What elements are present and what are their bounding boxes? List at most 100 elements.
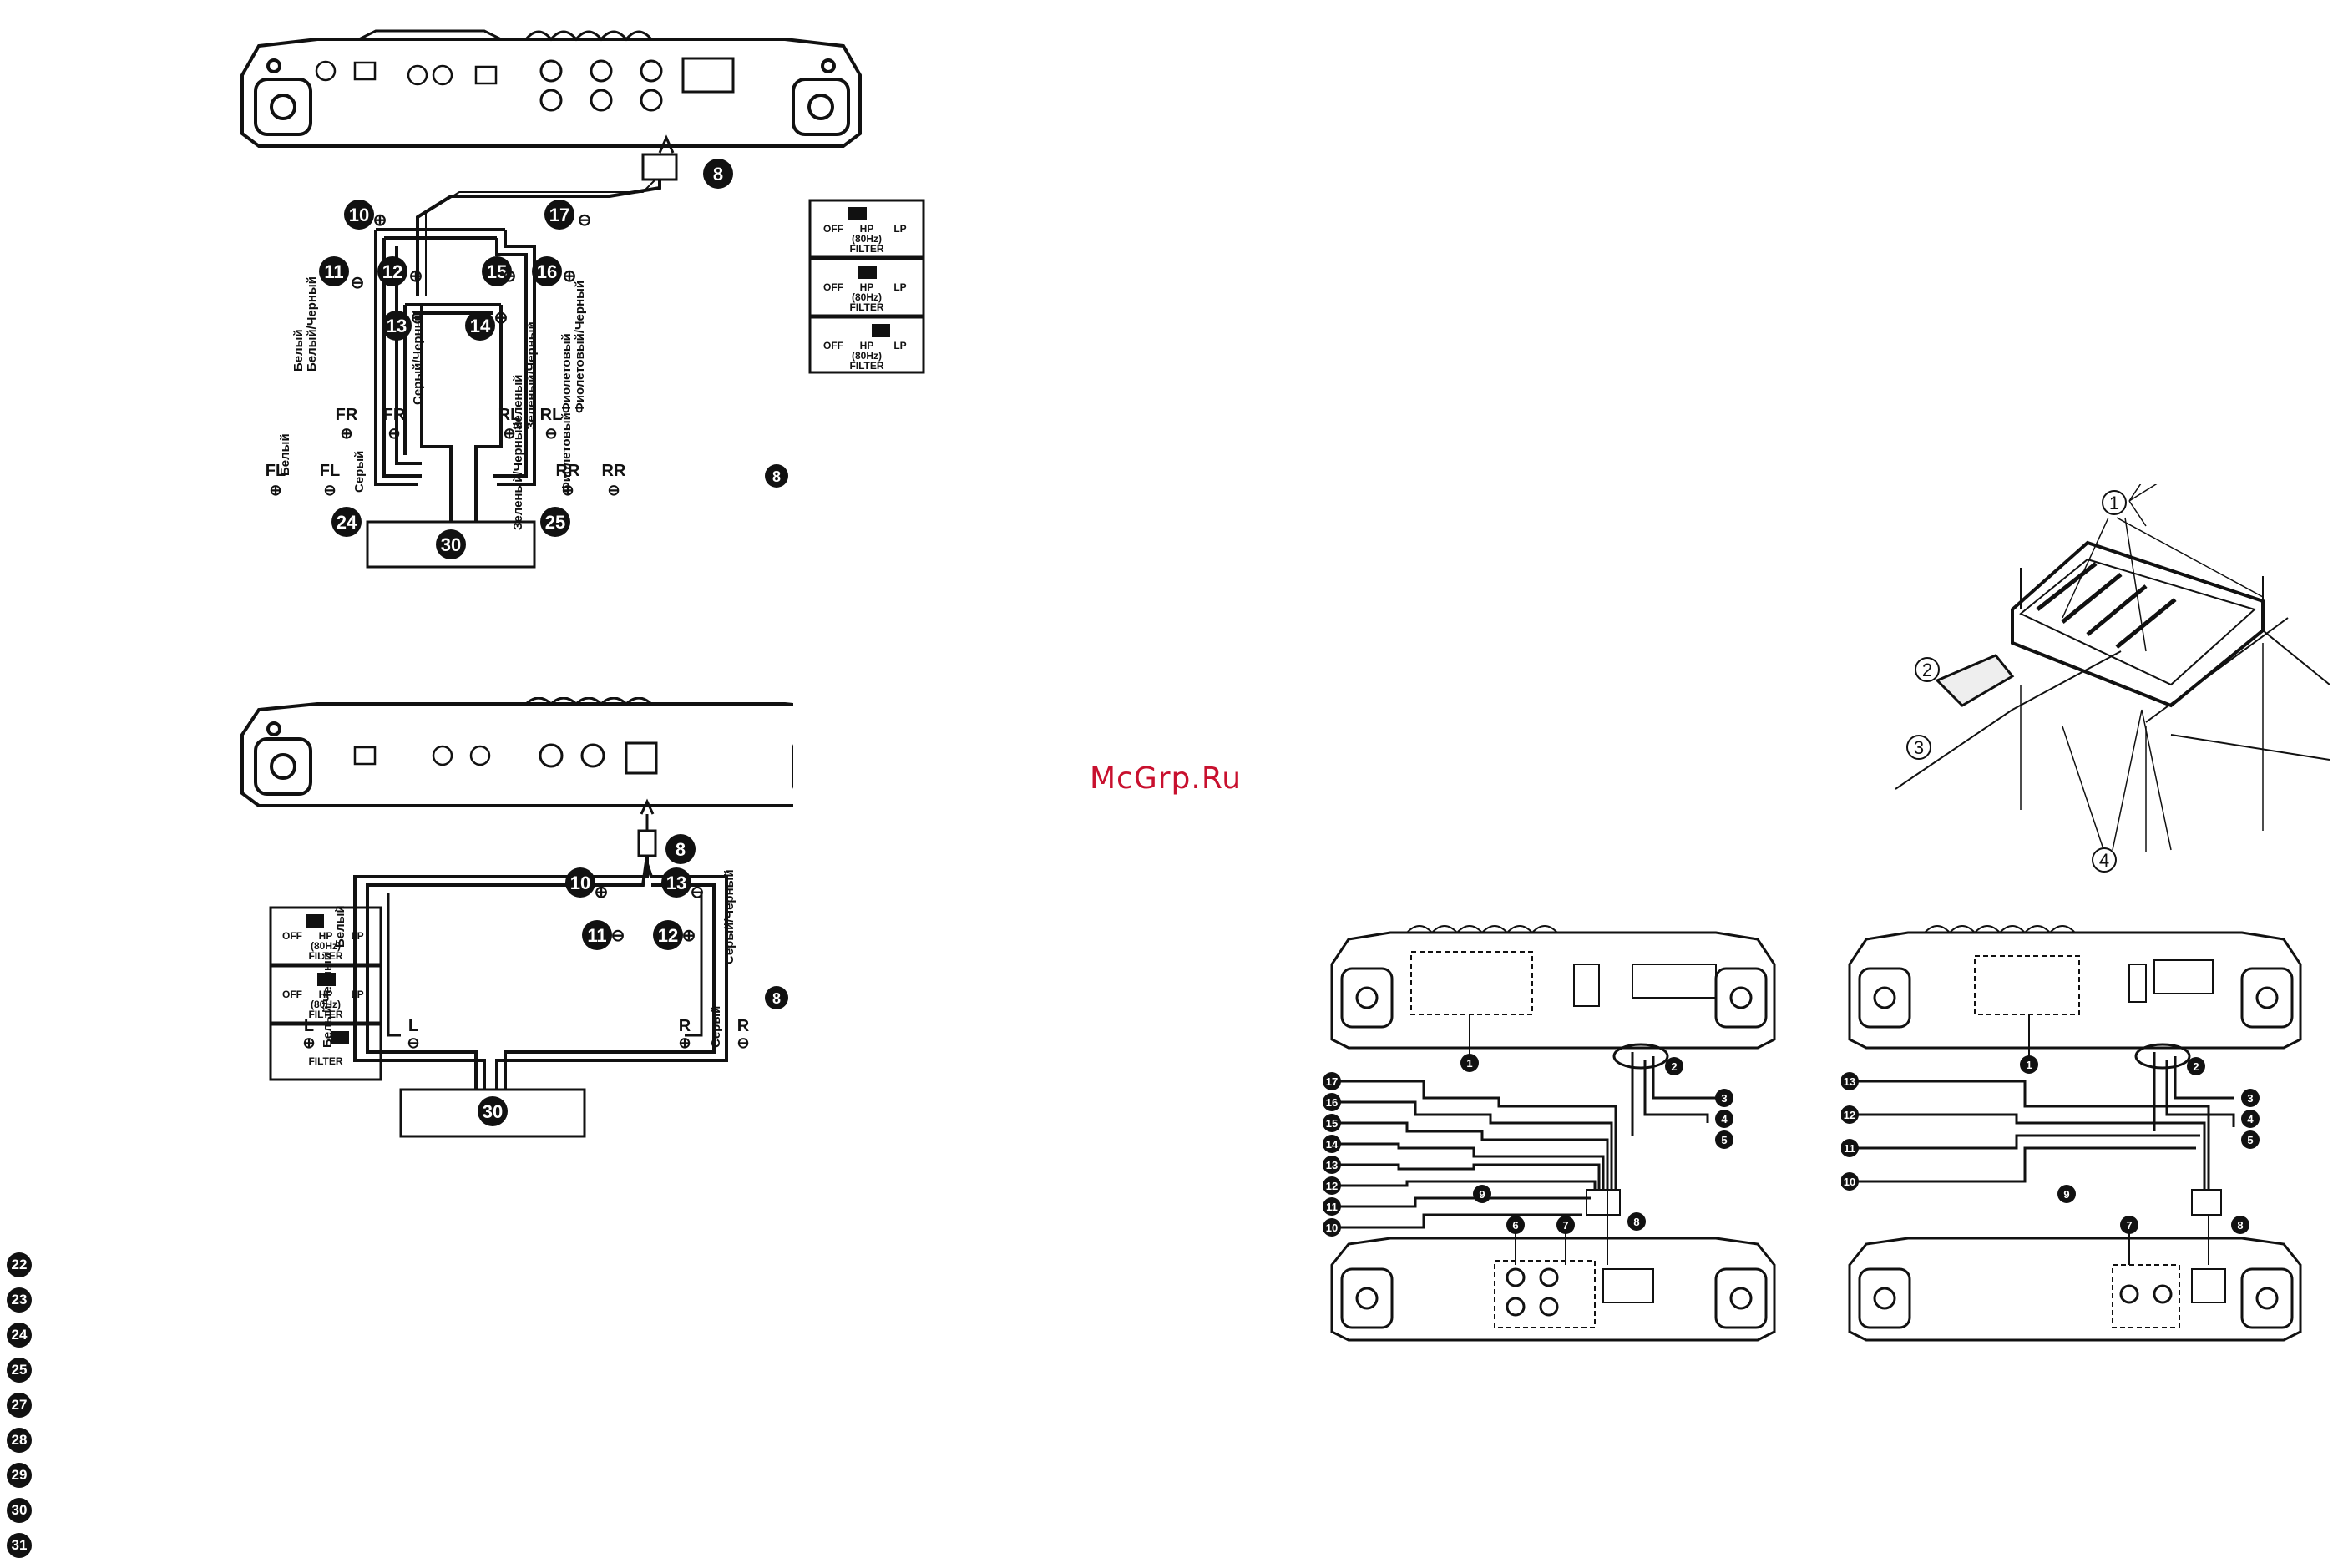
wire-12-2ch: 12 <box>658 925 678 946</box>
ov4-cr-1: 1 <box>1466 1057 1472 1070</box>
wire-color-seriy-cherny: Серый/Черный <box>411 310 425 405</box>
ov4-cr-7: 7 <box>1562 1219 1568 1232</box>
svg-text:HP: HP <box>319 930 333 942</box>
marker-31: 31 <box>7 1533 32 1558</box>
ov4-cr-9: 9 <box>1479 1188 1485 1201</box>
wire-color-beliy-cherny: Белый/Черный <box>305 276 319 372</box>
svg-text:FILTER: FILTER <box>849 243 883 255</box>
label-rl: RL <box>540 406 563 424</box>
callout-30-2ch: 30 <box>483 1101 503 1122</box>
marker-29: 29 <box>7 1463 32 1488</box>
marker-23: 23 <box>7 1287 32 1313</box>
two-channel-wiring-diagram: 8 10 13 11 12 30 8 ⊕⊖ ⊖⊕ L ⊕ L ⊖ R ⊕ R ⊖… <box>240 697 793 1138</box>
svg-text:⊖: ⊖ <box>578 211 592 230</box>
svg-text:HP: HP <box>860 281 874 293</box>
svg-text:OFF: OFF <box>823 281 843 293</box>
ov2-cb-12: 12 <box>1844 1109 1855 1121</box>
wire-color-beliy-2: Белый <box>278 433 292 476</box>
amplifier-panel-4ch <box>240 29 862 148</box>
ov2-cr-4: 4 <box>2247 1113 2254 1125</box>
wire-10: 10 <box>349 205 369 225</box>
filter-switch-panel-2ch: OFF HP LP (80Hz) FILTER OFF HP LP (80Hz)… <box>269 906 382 1081</box>
wire-color-fioletovy-cherny: Фиолетовый/Черный <box>573 281 587 413</box>
mount-callout-1: 1 <box>2109 493 2119 513</box>
svg-text:⊕: ⊕ <box>269 482 281 498</box>
filter-lp-1: LP <box>893 223 906 235</box>
wire-color-fioletovy: Фиолетовый <box>559 333 574 413</box>
label-fl-outer: FL <box>266 462 286 480</box>
ov4-cb-13: 13 <box>1326 1159 1338 1171</box>
svg-text:(80Hz): (80Hz) <box>311 999 341 1010</box>
ov2-cr-8: 8 <box>2237 1219 2243 1232</box>
svg-text:FILTER: FILTER <box>308 1055 342 1067</box>
svg-text:⊕: ⊕ <box>302 1034 315 1051</box>
label-fl: FL <box>320 462 340 480</box>
wire-color-seriy: Серый <box>352 451 367 493</box>
label-fr-inner: FR <box>383 406 406 424</box>
label-l-inner: L <box>408 1017 418 1035</box>
svg-text:⊖: ⊖ <box>691 883 705 902</box>
filter-switch-panel-4ch: OFF HP LP (80Hz) FILTER OFF HP LP (80Hz)… <box>808 199 925 374</box>
svg-text:OFF: OFF <box>282 989 302 1000</box>
mount-callout-4: 4 <box>2099 850 2109 871</box>
label-rl-inner: RL <box>498 406 521 424</box>
ov2-cr-9: 9 <box>2063 1188 2069 1201</box>
wire-17: 17 <box>549 205 569 225</box>
svg-text:⊕: ⊕ <box>503 425 515 442</box>
wiring-overview-2ch: 13 12 11 10 1 2 3 4 5 7 8 9 <box>1841 925 2302 1342</box>
wire-color-fioletovy-2: Фиолетовый <box>559 412 574 493</box>
label-fr-outer: FR <box>336 406 358 424</box>
callout-25: 25 <box>545 512 565 533</box>
svg-text:⊕: ⊕ <box>494 309 509 327</box>
svg-text:⊖: ⊖ <box>407 1034 419 1051</box>
svg-text:LP: LP <box>893 281 906 293</box>
svg-text:⊖: ⊖ <box>736 1034 749 1051</box>
svg-text:⊕: ⊕ <box>409 267 423 286</box>
ov2-cr-2: 2 <box>2193 1060 2199 1073</box>
svg-text:⊖: ⊖ <box>611 927 625 945</box>
wire-12: 12 <box>382 261 402 282</box>
wiring-overview-4ch: 17 16 15 14 13 12 11 10 1 2 3 4 5 6 7 8 … <box>1323 925 1776 1342</box>
label-r-outer: R <box>737 1017 750 1035</box>
svg-text:LP: LP <box>351 989 363 1000</box>
ov4-cr-3: 3 <box>1721 1092 1727 1105</box>
svg-text:(80Hz): (80Hz) <box>852 350 882 362</box>
ov4-cr-5: 5 <box>1721 1134 1727 1146</box>
ov4-cb-11: 11 <box>1326 1201 1338 1213</box>
label-rr: RR <box>556 462 580 480</box>
ov2-cb-10: 10 <box>1844 1176 1855 1188</box>
wire-color-seriy-2ch: Серый <box>709 1006 723 1048</box>
svg-text:⊖: ⊖ <box>411 309 425 327</box>
callout-8-side-2ch: 8 <box>772 990 781 1007</box>
marker-28: 28 <box>7 1428 32 1453</box>
svg-text:(80Hz): (80Hz) <box>852 233 882 245</box>
ov4-cb-17: 17 <box>1326 1075 1338 1088</box>
ov4-cr-4: 4 <box>1721 1113 1728 1125</box>
svg-text:⊕: ⊕ <box>563 267 577 286</box>
svg-text:⊖: ⊖ <box>607 482 620 498</box>
callout-8-top-label: 8 <box>713 164 723 185</box>
wire-15: 15 <box>487 261 507 282</box>
svg-text:⊕: ⊕ <box>682 927 696 945</box>
ov4-cb-12: 12 <box>1326 1180 1338 1192</box>
svg-text:OFF: OFF <box>282 930 302 942</box>
mount-callout-3: 3 <box>1914 737 1924 758</box>
svg-text:⊕: ⊕ <box>561 482 574 498</box>
filter-hp-1: HP <box>860 223 874 235</box>
label-r-inner: R <box>679 1017 691 1035</box>
wire-color-zeleny: Зеленый <box>511 374 525 430</box>
callout-list-left: 22 23 24 25 27 28 29 30 31 <box>0 1252 50 1568</box>
wire-13-2ch: 13 <box>666 873 686 893</box>
svg-text:HP: HP <box>319 989 333 1000</box>
marker-22: 22 <box>7 1252 32 1277</box>
wire-color-zeleny-cherny-2: Зеленый/Черный <box>511 422 525 530</box>
callout-24: 24 <box>337 512 357 533</box>
marker-25: 25 <box>7 1358 32 1383</box>
svg-text:⊕: ⊕ <box>678 1034 691 1051</box>
callouts-4ch: 8 10 11 12 13 14 15 16 17 24 25 30 8 <box>319 159 788 559</box>
ov4-cr-8: 8 <box>1633 1216 1639 1228</box>
svg-text:FILTER: FILTER <box>849 301 883 313</box>
ov4-cr-2: 2 <box>1671 1060 1677 1073</box>
svg-text:OFF: OFF <box>823 340 843 352</box>
four-channel-wiring-diagram: 8 10 11 12 13 14 15 16 17 24 25 30 8 ⊕⊖ … <box>240 29 862 569</box>
